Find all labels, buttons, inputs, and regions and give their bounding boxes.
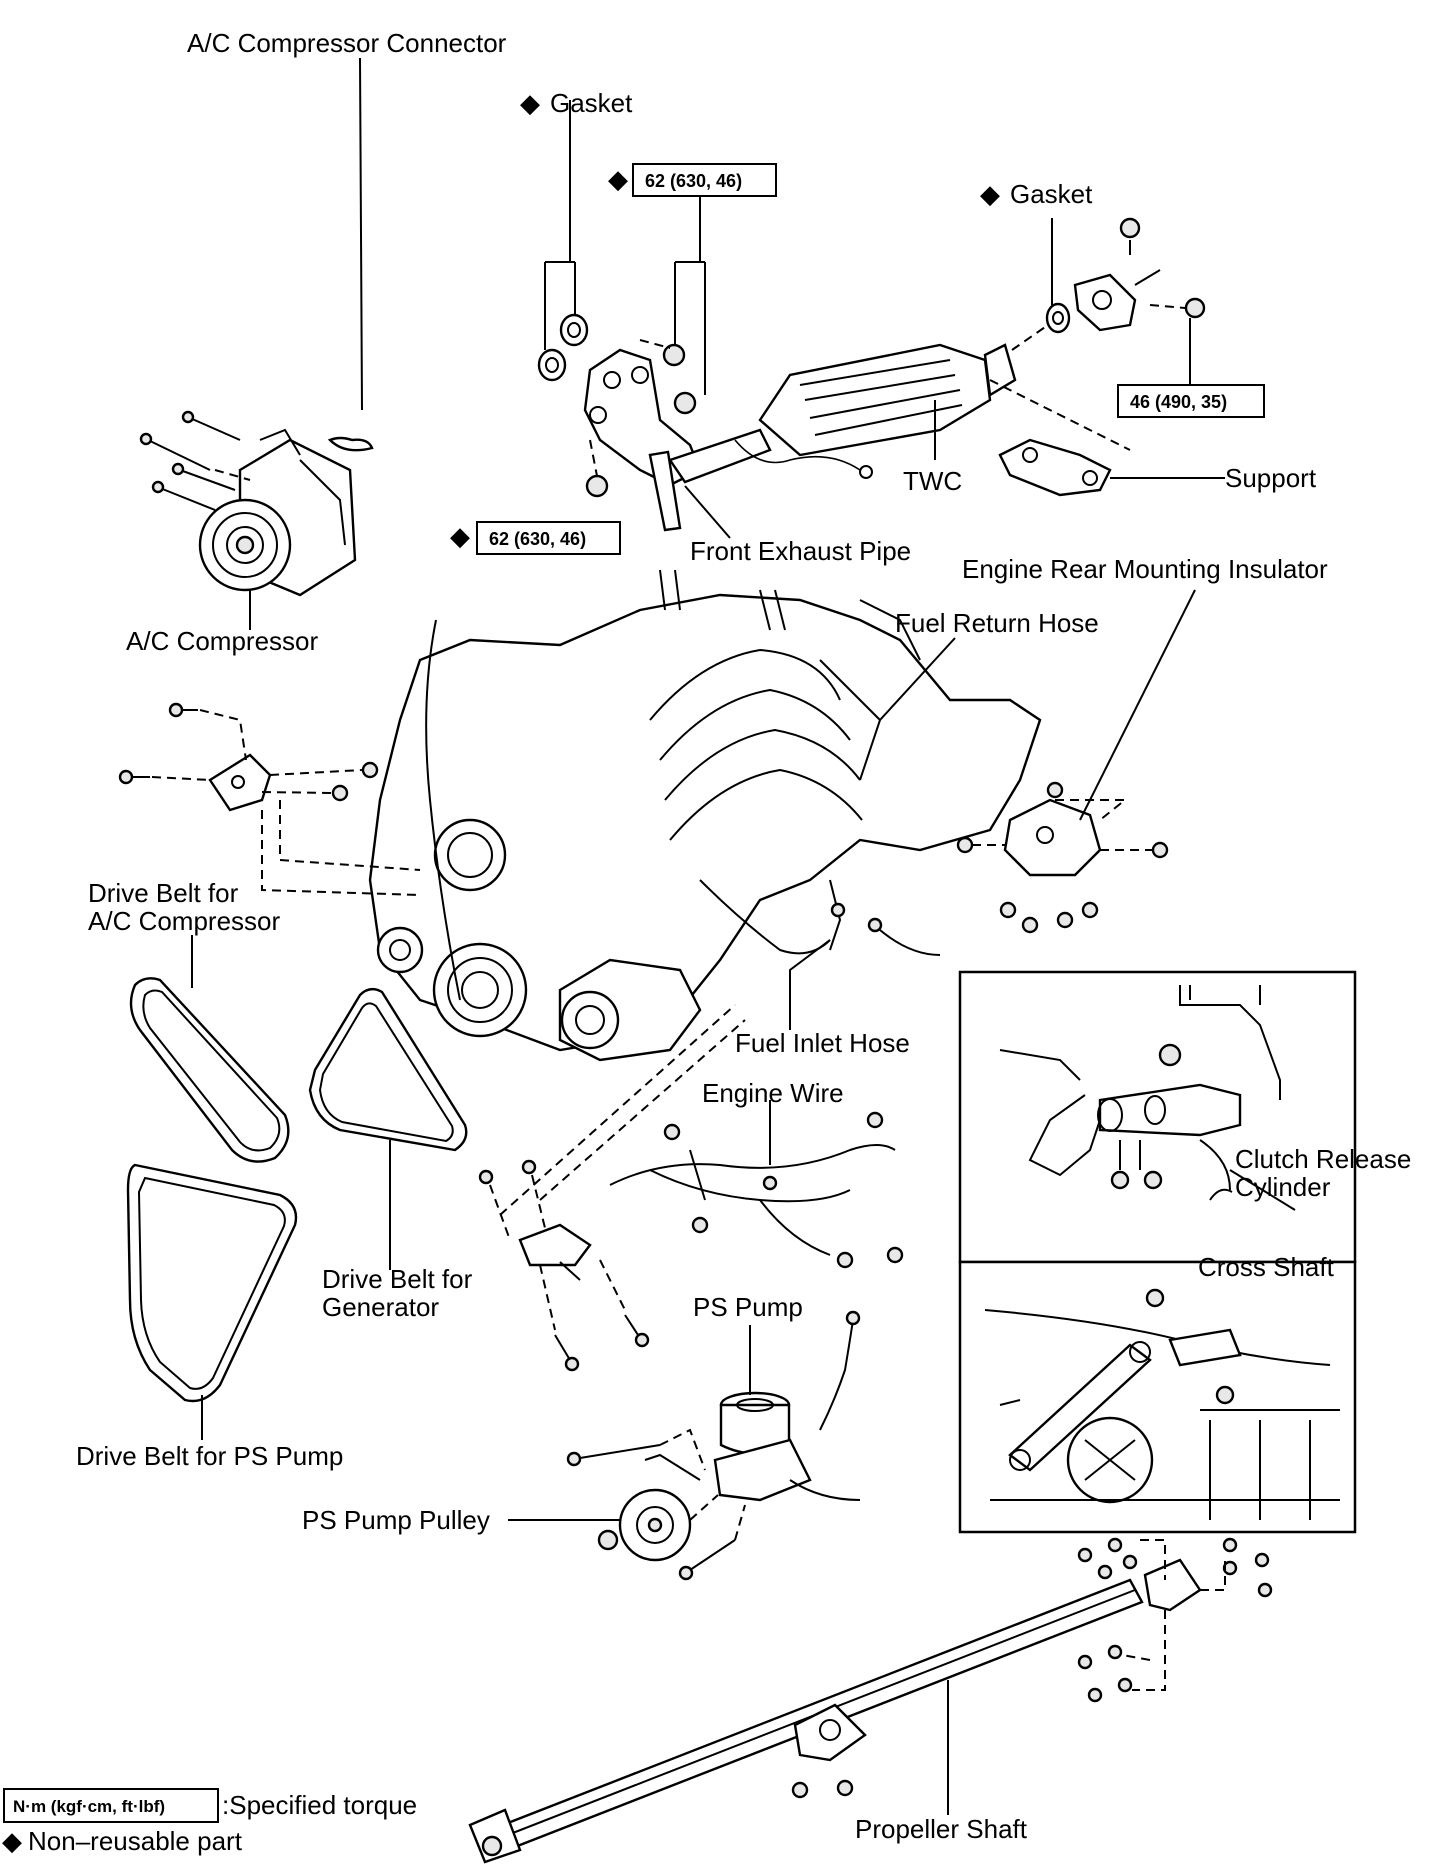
label-ac-compressor-connector: A/C Compressor Connector [187, 28, 507, 58]
label-drive-belt-ac-line1: Drive Belt for [88, 878, 239, 908]
drive-belt-ac-drawing [129, 977, 290, 1163]
ps-pump-drawing [566, 1310, 861, 1581]
twc-converter-drawing [758, 343, 1017, 457]
label-cross-shaft: Cross Shaft [1198, 1252, 1335, 1282]
ac-compressor-drawing [139, 410, 357, 597]
torque-box-lower [476, 521, 621, 555]
legend: N·m (kgf·cm, ft·lbf) :Specified torque ◆… [2, 1788, 417, 1856]
engine-block-drawing [368, 569, 1042, 1062]
label-gasket-left: Gasket [550, 88, 633, 118]
twc-rear-flange [1011, 217, 1206, 351]
propeller-shaft-drawing [468, 1537, 1273, 1864]
rear-mount-insulator-drawing [956, 781, 1169, 934]
non-reusable-symbol-torque-lower: ◆ [450, 521, 470, 551]
label-support: Support [1225, 463, 1317, 493]
torque-value-upper: 62 (630, 46) [645, 171, 742, 191]
torque-box-twc-flange [1117, 384, 1265, 418]
front-exhaust-pipe-drawing [583, 348, 873, 532]
label-drive-belt-ps-pump: Drive Belt for PS Pump [76, 1441, 343, 1471]
torque-callouts: ◆ 62 (630, 46) ◆ 62 (630, 46) 46 (490, 3… [450, 163, 1265, 555]
torque-box-upper [632, 163, 777, 197]
ps-bracket-drawing [478, 1004, 746, 1372]
label-drive-belt-generator-line2: Generator [322, 1292, 439, 1322]
legend-non-reusable-text: Non–reusable part [28, 1826, 243, 1856]
label-twc: TWC [903, 466, 962, 496]
ac-bracket-drawing [118, 702, 421, 896]
label-ac-compressor: A/C Compressor [126, 626, 318, 656]
label-engine-rear-mounting-insulator: Engine Rear Mounting Insulator [962, 554, 1328, 584]
label-clutch-release-line2: Cylinder [1235, 1172, 1331, 1202]
label-propeller-shaft: Propeller Shaft [855, 1814, 1028, 1844]
label-fuel-inlet-hose: Fuel Inlet Hose [735, 1028, 910, 1058]
drive-belt-ps-drawing [126, 1163, 298, 1403]
label-clutch-release-line1: Clutch Release [1235, 1144, 1411, 1174]
gasket-rings-left [537, 313, 589, 382]
legend-torque-key-box [3, 1788, 219, 1823]
label-ps-pump-pulley: PS Pump Pulley [302, 1505, 490, 1535]
label-front-exhaust-pipe: Front Exhaust Pipe [690, 536, 911, 566]
label-drive-belt-generator-line1: Drive Belt for [322, 1264, 473, 1294]
support-bracket-drawing [989, 379, 1131, 497]
label-ps-pump: PS Pump [693, 1292, 803, 1322]
torque-value-twc-flange: 46 (490, 35) [1130, 392, 1227, 412]
label-drive-belt-ac-line2: A/C Compressor [88, 906, 280, 936]
legend-torque-key: N·m (kgf·cm, ft·lbf) [13, 1797, 165, 1816]
callout-labels: A/C Compressor Connector ◆ Gasket ◆ Gask… [76, 28, 1411, 1844]
cross-shaft-drawing [984, 1288, 1340, 1520]
clutch-release-cylinder-drawing [999, 985, 1281, 1201]
legend-torque-text: :Specified torque [222, 1790, 417, 1820]
label-engine-wire: Engine Wire [702, 1078, 844, 1108]
non-reusable-symbol-gasket-right: ◆ [980, 179, 1000, 209]
drive-belt-generator-drawing [308, 987, 468, 1152]
non-reusable-symbol-gasket-left: ◆ [520, 88, 540, 118]
leader-lines [191, 100, 1296, 1815]
engine-wire-drawing [609, 1111, 904, 1269]
non-reusable-symbol-torque-upper: ◆ [608, 164, 628, 194]
label-fuel-return-hose: Fuel Return Hose [895, 608, 1099, 638]
legend-non-reusable-symbol: ◆ [2, 1826, 22, 1856]
label-gasket-right: Gasket [1010, 179, 1093, 209]
ac-connector-drawing [327, 57, 374, 452]
torque-value-lower: 62 (630, 46) [489, 529, 586, 549]
ps-pump-pulley-drawing [597, 1488, 719, 1562]
